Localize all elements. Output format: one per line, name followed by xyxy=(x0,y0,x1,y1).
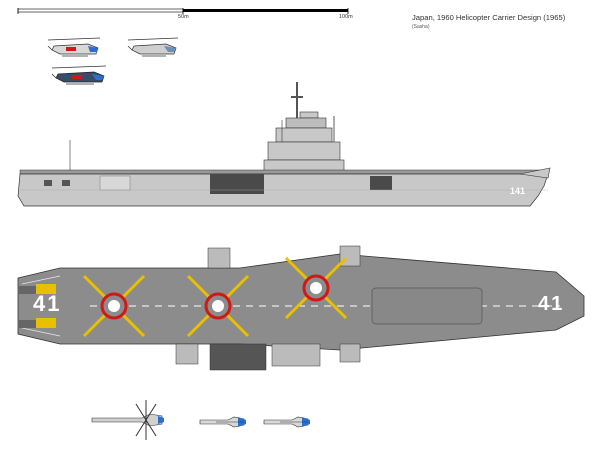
landing-spot-2 xyxy=(186,274,250,338)
helicopter-side-icon xyxy=(47,37,101,57)
helicopter-top-icon xyxy=(263,416,310,428)
ship-side-profile xyxy=(17,82,551,207)
helicopter-top-icon xyxy=(199,416,246,428)
deck-number-bow: 41 xyxy=(538,293,565,315)
helicopter-side-icon xyxy=(51,65,107,85)
landing-spot-3 xyxy=(284,256,348,320)
scale-end-label: 100m xyxy=(339,14,353,20)
deck-number-stern: 41 xyxy=(33,291,62,316)
drawing-title: Japan, 1960 Helicopter Carrier Design (1… xyxy=(412,13,566,22)
landing-spot-1 xyxy=(82,274,146,338)
island-superstructure xyxy=(263,82,345,173)
helicopter-top-icon xyxy=(91,400,164,440)
scale-mid-label: 50m xyxy=(178,14,189,20)
helicopter-side-icon xyxy=(127,37,179,57)
scale-bar xyxy=(17,8,349,14)
author-credit: (Sasha) xyxy=(412,24,430,30)
hull-number: 141 xyxy=(510,186,526,196)
